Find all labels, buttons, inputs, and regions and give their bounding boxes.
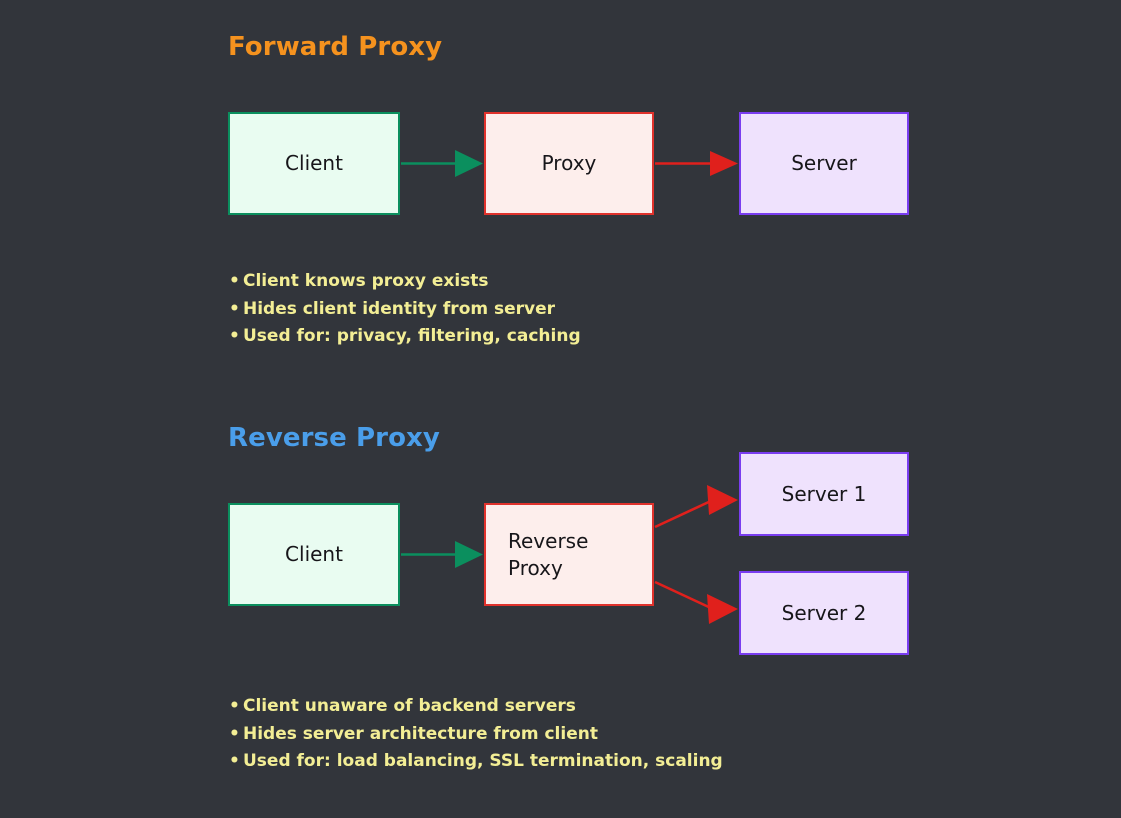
bullet-text: Used for: load balancing, SSL terminatio… bbox=[243, 751, 723, 771]
list-item: •Client knows proxy exists bbox=[229, 268, 581, 296]
reverse-server-1-node: Server 1 bbox=[739, 452, 909, 536]
arrow-reverse-proxy-to-server-1 bbox=[654, 485, 738, 529]
bullet-text: Client knows proxy exists bbox=[243, 271, 489, 291]
list-item: •Hides server architecture from client bbox=[229, 721, 723, 749]
list-item: •Used for: load balancing, SSL terminati… bbox=[229, 748, 723, 776]
forward-proxy-bullet-list: •Client knows proxy exists •Hides client… bbox=[229, 268, 581, 351]
list-item: •Client unaware of backend servers bbox=[229, 693, 723, 721]
forward-proxy-label: Proxy bbox=[541, 151, 597, 175]
bullet-text: Hides server architecture from client bbox=[243, 723, 598, 744]
bullet-text: Used for: privacy, filtering, caching bbox=[243, 326, 581, 346]
reverse-server-2-node: Server 2 bbox=[739, 571, 909, 655]
bullet-text: Hides client identity from server bbox=[243, 298, 556, 319]
list-item: •Hides client identity from server bbox=[229, 296, 581, 324]
bullet-marker: • bbox=[229, 271, 240, 291]
arrow-forward-client-to-proxy bbox=[401, 150, 483, 177]
forward-client-label: Client bbox=[285, 151, 343, 175]
arrow-reverse-proxy-to-server-2 bbox=[654, 580, 738, 624]
forward-client-node: Client bbox=[228, 112, 400, 215]
reverse-proxy-label: Reverse Proxy bbox=[508, 528, 588, 582]
reverse-client-label: Client bbox=[285, 542, 343, 566]
forward-server-label: Server bbox=[791, 151, 857, 175]
list-item: •Used for: privacy, filtering, caching bbox=[229, 323, 581, 351]
reverse-client-node: Client bbox=[228, 503, 400, 606]
arrow-reverse-client-to-proxy bbox=[401, 541, 483, 568]
bullet-marker: • bbox=[229, 696, 240, 716]
reverse-server-2-label: Server 2 bbox=[781, 600, 867, 625]
reverse-proxy-label-line1: Reverse bbox=[508, 528, 589, 553]
reverse-proxy-heading: Reverse Proxy bbox=[228, 423, 440, 453]
arrow-forward-proxy-to-server bbox=[655, 151, 738, 176]
forward-proxy-node: Proxy bbox=[484, 112, 654, 215]
bullet-text: Client unaware of backend servers bbox=[243, 696, 576, 716]
reverse-proxy-bullet-list: •Client unaware of backend servers •Hide… bbox=[229, 693, 723, 776]
bullet-marker: • bbox=[229, 326, 240, 346]
forward-server-node: Server bbox=[739, 112, 909, 215]
bullet-marker: • bbox=[229, 723, 240, 744]
reverse-proxy-label-line2: Proxy bbox=[508, 555, 563, 580]
reverse-server-1-label: Server 1 bbox=[781, 481, 867, 506]
bullet-marker: • bbox=[229, 751, 240, 771]
forward-proxy-heading: Forward Proxy bbox=[228, 32, 443, 62]
bullet-marker: • bbox=[229, 298, 240, 319]
reverse-proxy-node: Reverse Proxy bbox=[484, 503, 654, 606]
